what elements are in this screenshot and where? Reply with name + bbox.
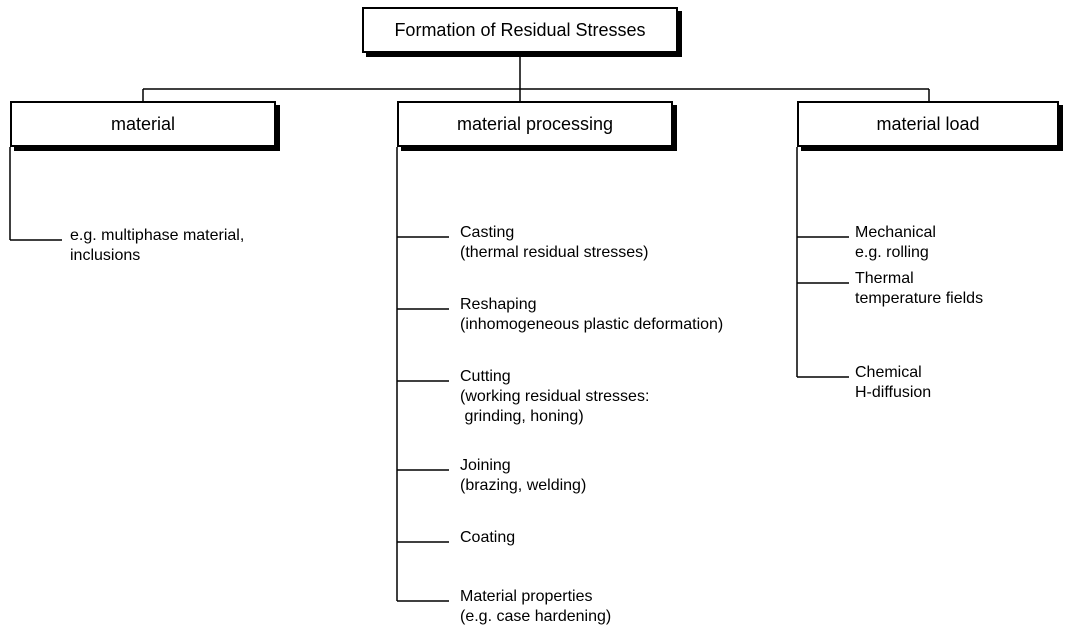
leaf-item: Reshaping (inhomogeneous plastic deformat… [460, 295, 723, 335]
leaf-item: Cutting (working residual stresses: grind… [460, 367, 649, 427]
leaf-item: Coating [460, 528, 515, 548]
leaf-item-detail: e.g. rolling [855, 244, 929, 261]
leaf-item: Material properties (e.g. case hardening) [460, 587, 611, 627]
leaf-item-title: Coating [460, 529, 516, 546]
leaf-item-title: Joining [460, 457, 511, 474]
leaf-item-detail: (thermal residual stresses) [460, 244, 649, 261]
leaf-item-detail: (e.g. case hardening) [460, 608, 612, 625]
leaf-item-title: Material properties [460, 588, 593, 605]
leaf-item-detail: (inhomogeneous plastic deformation) [460, 316, 724, 333]
leaf-item-detail: (brazing, welding) [460, 477, 587, 494]
leaf-item-detail: inclusions [70, 247, 141, 264]
leaf-item: Mechanical e.g. rolling [855, 223, 936, 263]
leaf-item-title: Chemical [855, 364, 922, 381]
leaf-item-detail: H-diffusion [855, 384, 932, 401]
leaf-item: Casting (thermal residual stresses) [460, 223, 649, 263]
root-node: Formation of Residual Stresses [362, 7, 678, 53]
leaf-item-title: Reshaping [460, 296, 537, 313]
leaf-item-detail: (working residual stresses: [460, 388, 650, 405]
leaf-item-title: e.g. multiphase material, [70, 227, 245, 244]
branch-node-material: material [10, 101, 276, 147]
leaf-item-title: Casting [460, 224, 515, 241]
branch-node-material-processing: material processing [397, 101, 673, 147]
leaf-item: Joining (brazing, welding) [460, 456, 586, 496]
leaf-item-title: Thermal [855, 270, 914, 287]
leaf-item: e.g. multiphase material, inclusions [70, 226, 244, 266]
leaf-item-detail: grinding, honing) [460, 408, 584, 425]
branch-node-material-load: material load [797, 101, 1059, 147]
leaf-item: Thermal temperature fields [855, 269, 983, 309]
leaf-item-detail: temperature fields [855, 290, 984, 307]
leaf-item-title: Mechanical [855, 224, 936, 241]
leaf-item-title: Cutting [460, 368, 511, 385]
